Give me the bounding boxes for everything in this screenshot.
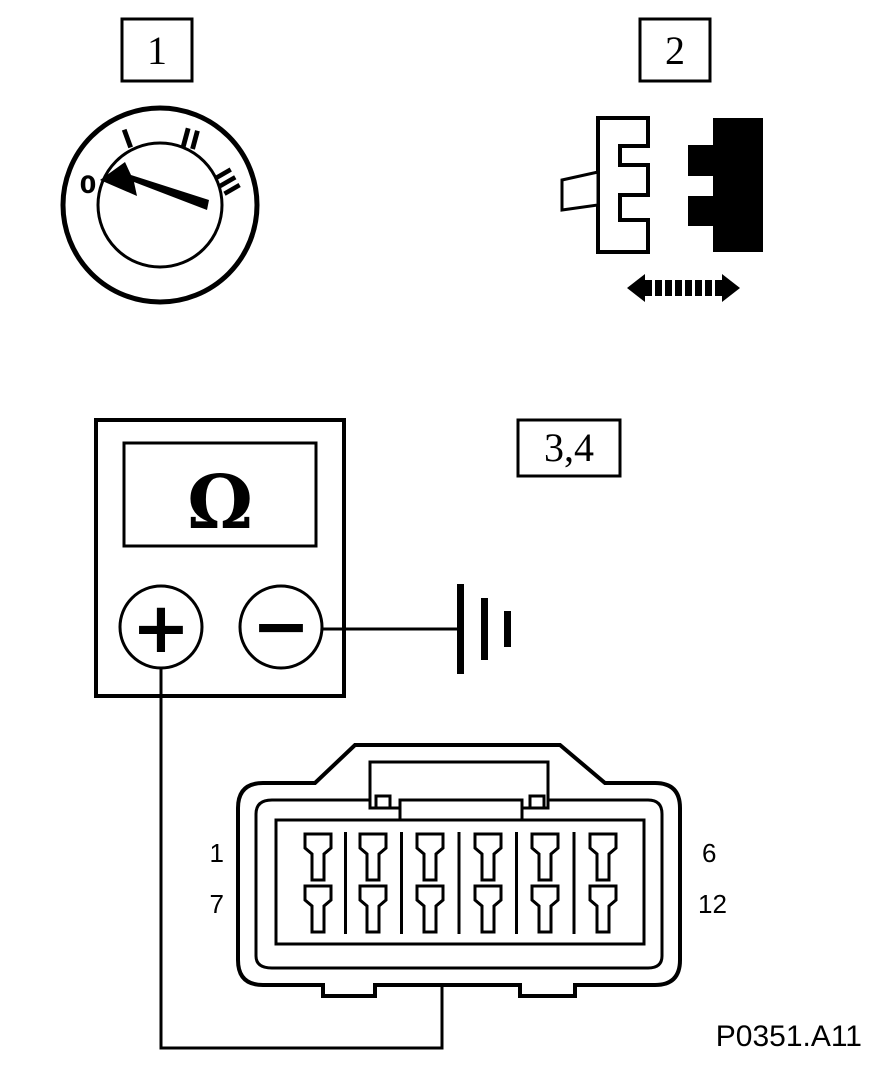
pin-cavity-11 [530,884,560,934]
step-2-box: 2 [638,17,712,83]
step-1-box: 1 [120,17,194,83]
pin-label-12: 12 [698,889,727,919]
meter-display [122,441,318,548]
pin-cavity-4 [473,832,503,882]
reference-code: P0351.A11 [716,1020,862,1053]
pin-cavity-12 [588,884,618,934]
pin-cavity-3 [415,832,445,882]
pin-cavity-5 [530,832,560,882]
minus-terminal-label: − [252,585,311,667]
pin-grid [303,832,618,934]
pin-cavity-10 [473,884,503,934]
ignition-position-0: 0 [80,171,97,199]
plus-terminal-label: + [132,587,191,669]
connector-disconnect-icon [560,116,763,302]
ignition-switch-icon: 0 I II III [60,105,260,305]
step-1-label: 1 [147,28,167,73]
key-arrow-icon [100,162,209,210]
step-3-4-box: 3,4 [516,418,622,478]
connector-12-pin: 1 6 7 12 [210,743,727,998]
pin-cavity-9 [415,884,445,934]
pin-cavity-1 [303,832,333,882]
ground-icon [457,584,511,674]
pin-cavity-8 [358,884,388,934]
ground-lead [322,584,511,674]
step-3-4-label: 3,4 [544,425,594,470]
pin-label-6: 6 [702,838,716,868]
pin-cavity-6 [588,832,618,882]
ohmmeter: Ω + − [94,418,346,698]
double-arrow-icon [627,274,740,302]
pin-cavity-7 [303,884,333,934]
ohm-unit-label: Ω [187,460,253,546]
pin-label-1: 1 [210,838,224,868]
minus-terminal [238,584,324,670]
step-2-label: 2 [665,28,685,73]
pin-cavity-2 [358,832,388,882]
pin-label-7: 7 [210,889,224,919]
